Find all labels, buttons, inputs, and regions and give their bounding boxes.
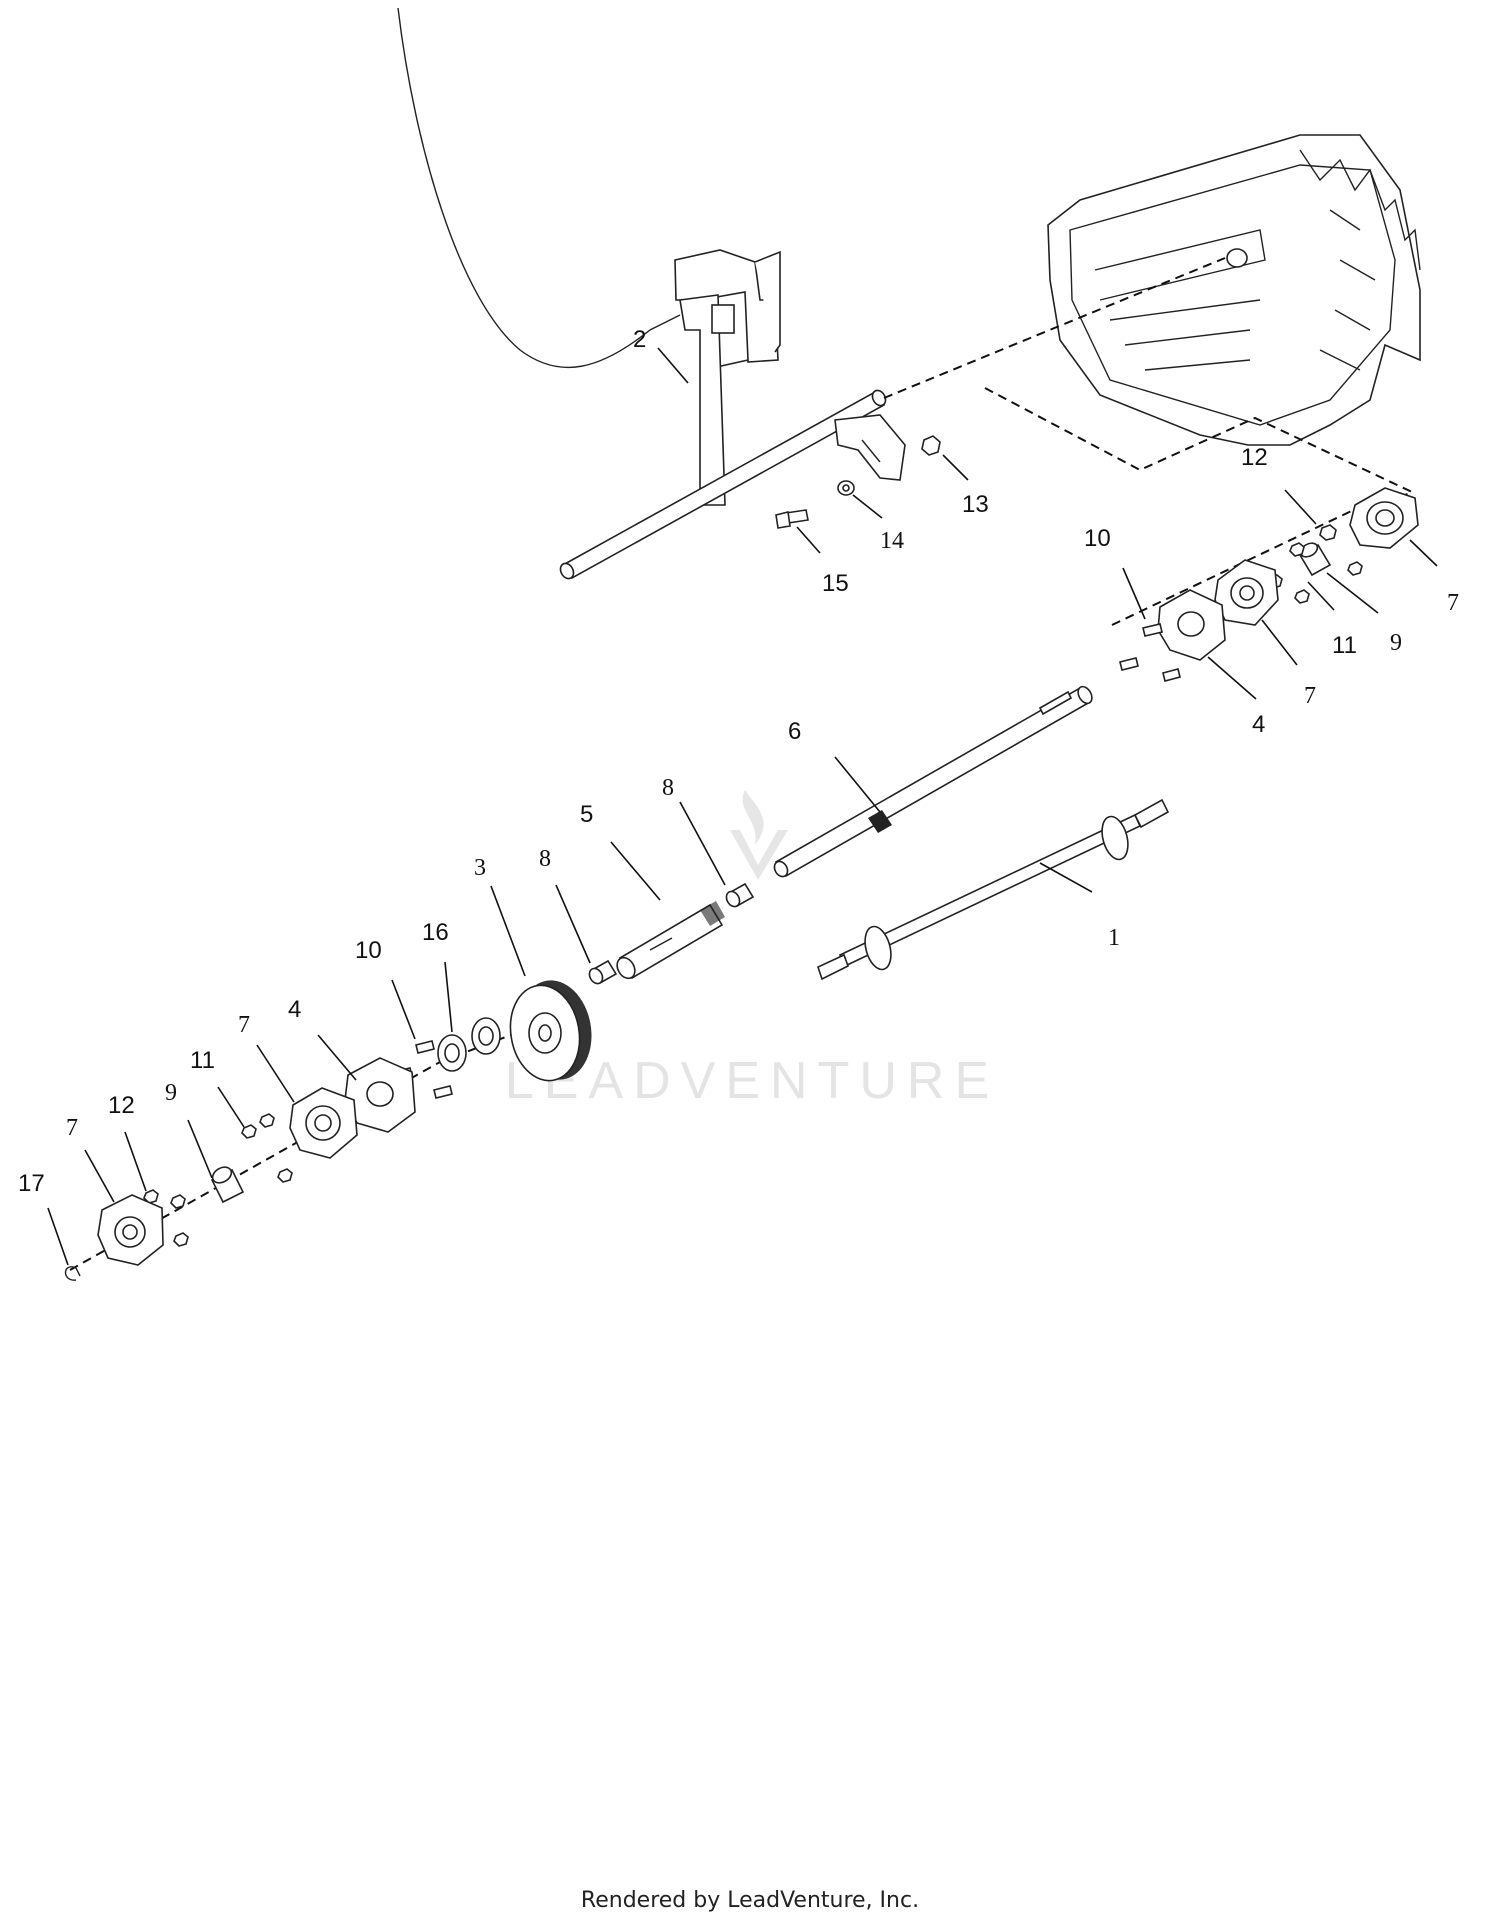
washer-part-16	[437, 1017, 501, 1072]
callout-1: 1	[1108, 925, 1120, 951]
callout-10-left: 10	[355, 937, 382, 964]
callout-11-right: 11	[1332, 632, 1357, 659]
callout-14: 14	[880, 528, 904, 554]
gear-part-3	[509, 980, 592, 1082]
callout-7-right-outer: 7	[1447, 590, 1459, 616]
callout-11-left: 11	[190, 1047, 215, 1074]
callout-13: 13	[962, 491, 989, 518]
cross-shaft-part-2	[559, 389, 906, 580]
hex-nut-part-13	[921, 435, 941, 456]
callout-9-left: 9	[165, 1080, 177, 1106]
bushing-part-8-lower	[588, 959, 618, 985]
watermark-logo	[730, 790, 788, 880]
bushing-part-8-upper	[725, 882, 755, 908]
callout-4-right: 4	[1252, 711, 1265, 738]
axle-part-1	[817, 798, 1170, 981]
callout-7-left-inner: 7	[238, 1012, 250, 1038]
leader-lines	[47, 347, 1438, 1266]
spacer-part-9-left	[210, 1166, 245, 1204]
callout-10-right: 10	[1084, 525, 1111, 552]
callout-17: 17	[18, 1170, 45, 1197]
splined-shaft-part-5	[616, 901, 725, 980]
callout-6: 6	[788, 718, 801, 745]
callout-3: 3	[474, 855, 486, 881]
nut-part-12-right	[1319, 524, 1337, 541]
washer-part-14	[837, 480, 855, 496]
bolt-part-10-right	[1119, 623, 1181, 682]
callout-4-left: 4	[288, 996, 301, 1023]
callout-12-left: 12	[108, 1092, 135, 1119]
callout-15: 15	[822, 570, 849, 597]
flange-bearing-part-7-right-inner	[1214, 559, 1279, 626]
callout-9-right: 9	[1390, 630, 1402, 656]
spacer-part-9-right	[1298, 542, 1332, 577]
callout-12-right: 12	[1241, 444, 1268, 471]
drive-shaft-part-6	[773, 685, 1093, 878]
callout-5: 5	[580, 801, 593, 828]
callout-labels: 2 13 14 15 12 7 10 11 9 7 4 6 8 5 8 3 1 …	[18, 326, 1459, 1197]
assembly-line-shaft-2	[883, 257, 1226, 399]
retaining-clip-part-17	[64, 1266, 81, 1281]
control-cable	[397, 7, 681, 369]
nut-part-11-left	[241, 1113, 293, 1183]
track-assembly	[1047, 134, 1421, 446]
flange-bearing-part-7-right-outer	[1349, 487, 1419, 549]
callout-2: 2	[633, 326, 646, 353]
gasket-plate-part-4-left	[344, 1057, 416, 1133]
callout-8-upper: 8	[662, 775, 674, 801]
callout-7-right-inner: 7	[1304, 683, 1316, 709]
footer-credit: Rendered by LeadVenture, Inc.	[580, 1888, 920, 1913]
gasket-plate-part-4-right	[1157, 589, 1226, 661]
callout-16: 16	[422, 919, 449, 946]
flange-bearing-part-7-left-outer	[97, 1194, 164, 1266]
callout-8-lower: 8	[539, 846, 551, 872]
bolt-part-15	[775, 509, 809, 529]
flange-bearing-part-7-left-inner	[289, 1087, 358, 1159]
callout-7-left-outer: 7	[66, 1115, 78, 1141]
nut-part-12-left	[143, 1189, 189, 1247]
assembly-line-right-bearing	[1111, 494, 1386, 626]
